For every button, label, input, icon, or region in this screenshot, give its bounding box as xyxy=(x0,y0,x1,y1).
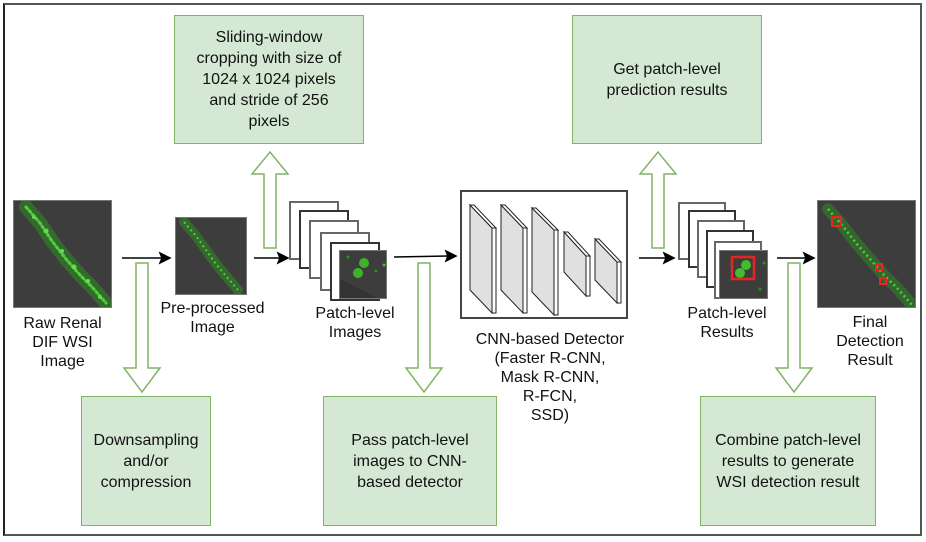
step-text-line: pixels xyxy=(248,113,290,130)
label-line: Results xyxy=(700,324,754,341)
label-line: Patch-level xyxy=(687,305,767,322)
label-line: R-FCN, xyxy=(522,388,578,405)
preprocessed-image-label: Pre-processed Image xyxy=(150,299,275,337)
arrow-head-icon xyxy=(444,249,458,263)
fluorescence-strip xyxy=(822,203,915,307)
cnn-layer xyxy=(562,230,592,298)
label-line: Result xyxy=(847,352,893,369)
step-text-line: results to generate xyxy=(721,452,855,470)
arrow-head-icon xyxy=(662,251,676,265)
cnn-layer xyxy=(530,206,560,317)
cnn-layer xyxy=(468,203,498,315)
step-text-line: and stride of 256 xyxy=(209,92,329,109)
cnn-detector-box xyxy=(460,190,628,319)
raw-wsi-image xyxy=(13,200,112,308)
patch-result-image xyxy=(719,250,768,299)
detection-box-icon xyxy=(879,277,887,285)
step-text-line: Downsampling xyxy=(93,431,199,449)
label-line: Pre-processed xyxy=(160,300,265,317)
step-text-line: Get patch-level xyxy=(613,60,721,78)
step-text-line: Pass patch-level xyxy=(351,431,469,449)
fluorescence-strip xyxy=(19,201,111,307)
arrow-head-icon xyxy=(802,251,816,265)
step-text-line: images to CNN- xyxy=(353,452,467,470)
detection-box-icon xyxy=(730,255,756,281)
cnn-detector-label: CNN-based Detector (Faster R-CNN, Mask R… xyxy=(470,330,630,425)
step-text-line: compression xyxy=(100,473,192,491)
final-detection-image xyxy=(817,200,916,308)
fluorescence-strip xyxy=(179,218,243,294)
flow-arrow xyxy=(393,255,449,258)
label-line: Patch-level xyxy=(315,305,395,322)
raw-image-label: Raw Renal DIF WSI Image xyxy=(5,314,120,371)
step-text-line: prediction results xyxy=(606,81,728,99)
label-line: CNN-based Detector xyxy=(475,331,625,348)
label-line: Images xyxy=(328,324,382,341)
label-line: (Faster R-CNN, xyxy=(494,350,606,367)
step-downsampling-box: Downsampling and/or compression xyxy=(81,396,211,526)
label-line: Final xyxy=(852,314,888,331)
final-detection-label: Final Detection Result xyxy=(820,313,920,370)
step-get-predictions-box: Get patch-level prediction results xyxy=(572,15,762,144)
arrow-head-icon xyxy=(158,251,172,265)
detection-box-icon xyxy=(875,263,883,271)
hollow-arrow-up-icon xyxy=(638,150,678,249)
hollow-arrow-down-icon xyxy=(404,262,444,394)
patch-image xyxy=(339,250,387,299)
hollow-arrow-down-icon xyxy=(122,262,162,394)
cnn-layers-icon xyxy=(468,203,623,317)
step-pass-patches-box: Pass patch-level images to CNN- based de… xyxy=(323,396,497,526)
hollow-arrow-up-icon xyxy=(250,150,290,249)
hollow-arrow-down-icon xyxy=(774,262,814,394)
detection-box-icon xyxy=(831,216,842,227)
patch-results-label: Patch-level Results xyxy=(672,304,782,342)
label-line: DIF WSI xyxy=(32,334,93,351)
cnn-layer xyxy=(499,203,529,315)
label-line: Detection xyxy=(836,333,904,350)
arrow-head-icon xyxy=(276,251,290,265)
patch-images-label: Patch-level Images xyxy=(305,304,405,342)
step-text-line: Combine patch-level xyxy=(715,431,861,449)
patch-fluorescence xyxy=(340,255,386,298)
preprocessed-image xyxy=(175,217,247,295)
step-sliding-window-box: Sliding-window cropping with size of 102… xyxy=(174,15,364,144)
label-line: Mask R-CNN, xyxy=(500,369,600,386)
label-line: Raw Renal xyxy=(23,315,102,332)
step-text-line: cropping with size of xyxy=(196,50,342,67)
step-text-line: based detector xyxy=(357,473,463,491)
patch-result-fluorescence xyxy=(730,255,766,291)
step-text-line: Sliding-window xyxy=(215,29,323,46)
cnn-layer xyxy=(593,237,623,305)
step-text-line: 1024 x 1024 pixels xyxy=(202,71,336,88)
step-combine-box: Combine patch-level results to generate … xyxy=(700,396,876,526)
step-text-line: and/or xyxy=(123,452,169,470)
label-line: Image xyxy=(40,353,85,370)
label-line: Image xyxy=(190,319,235,336)
step-text-line: WSI detection result xyxy=(716,473,860,491)
label-line: SSD) xyxy=(530,407,570,424)
